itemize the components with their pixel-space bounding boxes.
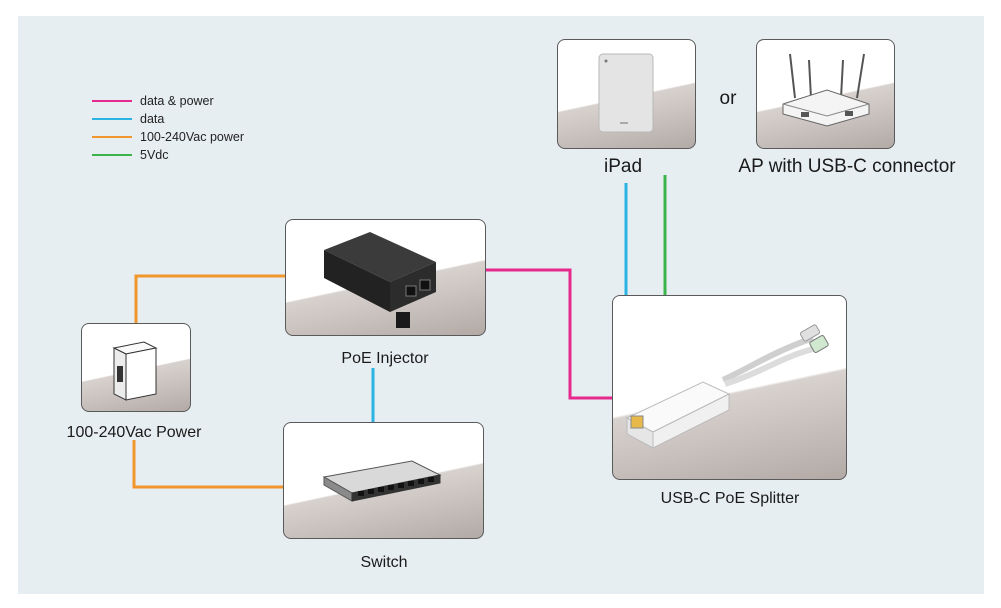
- legend-item-5vdc: 5Vdc: [92, 146, 244, 164]
- usb-c-poe-splitter-label: USB-C PoE Splitter: [660, 490, 800, 507]
- usb-c-poe-splitter-card: [612, 295, 847, 480]
- legend: data & power data 100-240Vac power 5Vdc: [92, 92, 244, 164]
- ac-power-wire-switch: [132, 440, 284, 489]
- network-switch-image: [322, 460, 442, 502]
- ipad-card: [557, 39, 696, 149]
- legend-swatch-5vdc: [92, 154, 132, 156]
- legend-label: data & power: [140, 94, 214, 108]
- switch-card: [283, 422, 484, 539]
- poe-splitter-image: [625, 324, 829, 449]
- poe-injector-card: [285, 219, 486, 336]
- ipad-image: [598, 53, 654, 133]
- legend-swatch-data: [92, 118, 132, 120]
- legend-swatch-data-power: [92, 100, 132, 102]
- ap-card: [756, 39, 895, 149]
- access-point-image: [782, 53, 870, 127]
- legend-item-ac-power: 100-240Vac power: [92, 128, 244, 146]
- ac-power-card: [81, 323, 191, 412]
- ac-power-label: 100-240Vac Power: [66, 424, 202, 441]
- legend-label: 100-240Vac power: [140, 130, 245, 144]
- legend-label: 5Vdc: [140, 148, 169, 162]
- switch-label: Switch: [360, 554, 408, 571]
- ipad-label: iPad: [603, 156, 643, 177]
- legend-label: data: [140, 112, 165, 126]
- power-supply-image: [112, 341, 158, 401]
- poe-injector-label: PoE Injector: [341, 350, 429, 367]
- ap-label: AP with USB-C connector: [738, 156, 956, 177]
- legend-item-data-power: data & power: [92, 92, 244, 110]
- data-power-wire: [484, 268, 612, 400]
- poe-injector-image: [324, 232, 436, 328]
- ac-power-wire-injector: [134, 274, 286, 326]
- or-label: or: [719, 88, 737, 109]
- legend-item-data: data: [92, 110, 244, 128]
- legend-swatch-ac-power: [92, 136, 132, 138]
